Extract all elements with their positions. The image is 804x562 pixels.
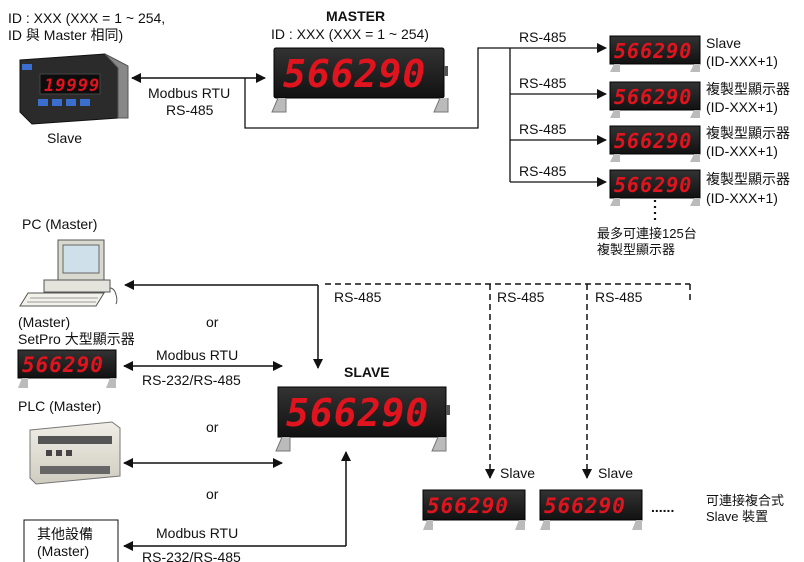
- chain-display-0: 566290: [609, 35, 701, 72]
- bottom-rs485-label-2: RS-485: [595, 289, 643, 305]
- other-line2: (Master): [37, 543, 89, 559]
- bottom-slave-small-0-value: 566290: [427, 494, 509, 518]
- chain-link-label-2: RS-485: [519, 121, 567, 137]
- more-line1: 可連接複合式: [706, 493, 784, 508]
- chain-link-label-3: RS-485: [519, 163, 567, 179]
- master-to-chain-wire: [244, 47, 585, 129]
- top-slave-id-line2: ID 與 Master 相同): [8, 27, 123, 43]
- chain-note-line1: 最多可連接125台: [597, 226, 697, 241]
- chain-display-0-sub: (ID-XXX+1): [706, 53, 778, 69]
- master-display-value: 566290: [283, 52, 426, 96]
- plc-image: [29, 421, 121, 485]
- chain-display-2-sub: (ID-XXX+1): [706, 143, 778, 159]
- setpro-display: 566290: [17, 349, 117, 388]
- chain-display-3-sub: (ID-XXX+1): [706, 190, 778, 206]
- bottom-slave-display-small-0: 566290: [422, 489, 526, 530]
- slave-caption: Slave: [47, 130, 82, 146]
- chain-display-1: 566290: [609, 81, 701, 118]
- bottom-slave-label-0: Slave: [500, 465, 535, 481]
- setpro-display-value: 566290: [22, 353, 104, 377]
- chain-display-3: 566290: [609, 169, 701, 206]
- or-2: or: [206, 419, 219, 435]
- master-display: 566290: [271, 47, 449, 113]
- bottom-slave-display-value: 566290: [286, 391, 429, 435]
- chain-display-2: 566290: [609, 125, 701, 162]
- bottom-slave-small-1-value: 566290: [544, 494, 626, 518]
- top-slave-id-line1: ID : XXX (XXX = 1 ~ 254,: [8, 10, 165, 26]
- master-title: MASTER: [326, 8, 385, 24]
- bottom-slave-label-1: Slave: [598, 465, 633, 481]
- chain-display-1-value: 566290: [614, 85, 692, 109]
- setpro-line2: SetPro 大型顯示器: [18, 331, 135, 347]
- pc-computer-image: [19, 239, 118, 307]
- bottom-rs485-label-0: RS-485: [334, 289, 382, 305]
- other-link-line1: Modbus RTU: [156, 525, 238, 541]
- slave-meter-display: 19999: [44, 76, 100, 96]
- chain-display-3-value: 566290: [614, 173, 692, 197]
- chain-note-line2: 複製型顯示器: [597, 242, 675, 257]
- bottom-slave-title: SLAVE: [344, 364, 390, 380]
- other-link-line2: RS-232/RS-485: [142, 549, 241, 562]
- setpro-link-line2: RS-232/RS-485: [142, 372, 241, 388]
- master-id-line: ID : XXX (XXX = 1 ~ 254): [271, 26, 429, 42]
- bottom-slave-display-small-1: 566290: [539, 489, 643, 530]
- chain-display-1-sub: (ID-XXX+1): [706, 99, 778, 115]
- other-device-box: [23, 519, 119, 562]
- chain-display-3-title: 複製型顯示器: [706, 171, 790, 187]
- bottom-slave-display: 566290: [275, 386, 450, 452]
- or-3: or: [206, 486, 219, 502]
- top-link-line2: RS-485: [166, 102, 214, 118]
- chain-display-0-value: 566290: [614, 39, 692, 63]
- chain-display-2-title: 複製型顯示器: [706, 125, 790, 141]
- chain-display-1-title: 複製型顯示器: [706, 81, 790, 97]
- setpro-line1: (Master): [18, 314, 70, 330]
- slave-panel-meter: 19999: [19, 53, 129, 125]
- more-dots: ......: [651, 499, 674, 515]
- or-1: or: [206, 314, 219, 330]
- top-link-line1: Modbus RTU: [148, 85, 230, 101]
- pc-label: PC (Master): [22, 216, 97, 232]
- plc-label: PLC (Master): [18, 398, 101, 414]
- bottom-rs485-label-1: RS-485: [497, 289, 545, 305]
- chain-link-label-1: RS-485: [519, 75, 567, 91]
- chain-display-2-value: 566290: [614, 129, 692, 153]
- more-line2: Slave 裝置: [706, 509, 768, 524]
- chain-link-label-0: RS-485: [519, 29, 567, 45]
- setpro-link-line1: Modbus RTU: [156, 347, 238, 363]
- chain-display-0-title: Slave: [706, 35, 741, 51]
- other-line1: 其他設備: [37, 526, 93, 542]
